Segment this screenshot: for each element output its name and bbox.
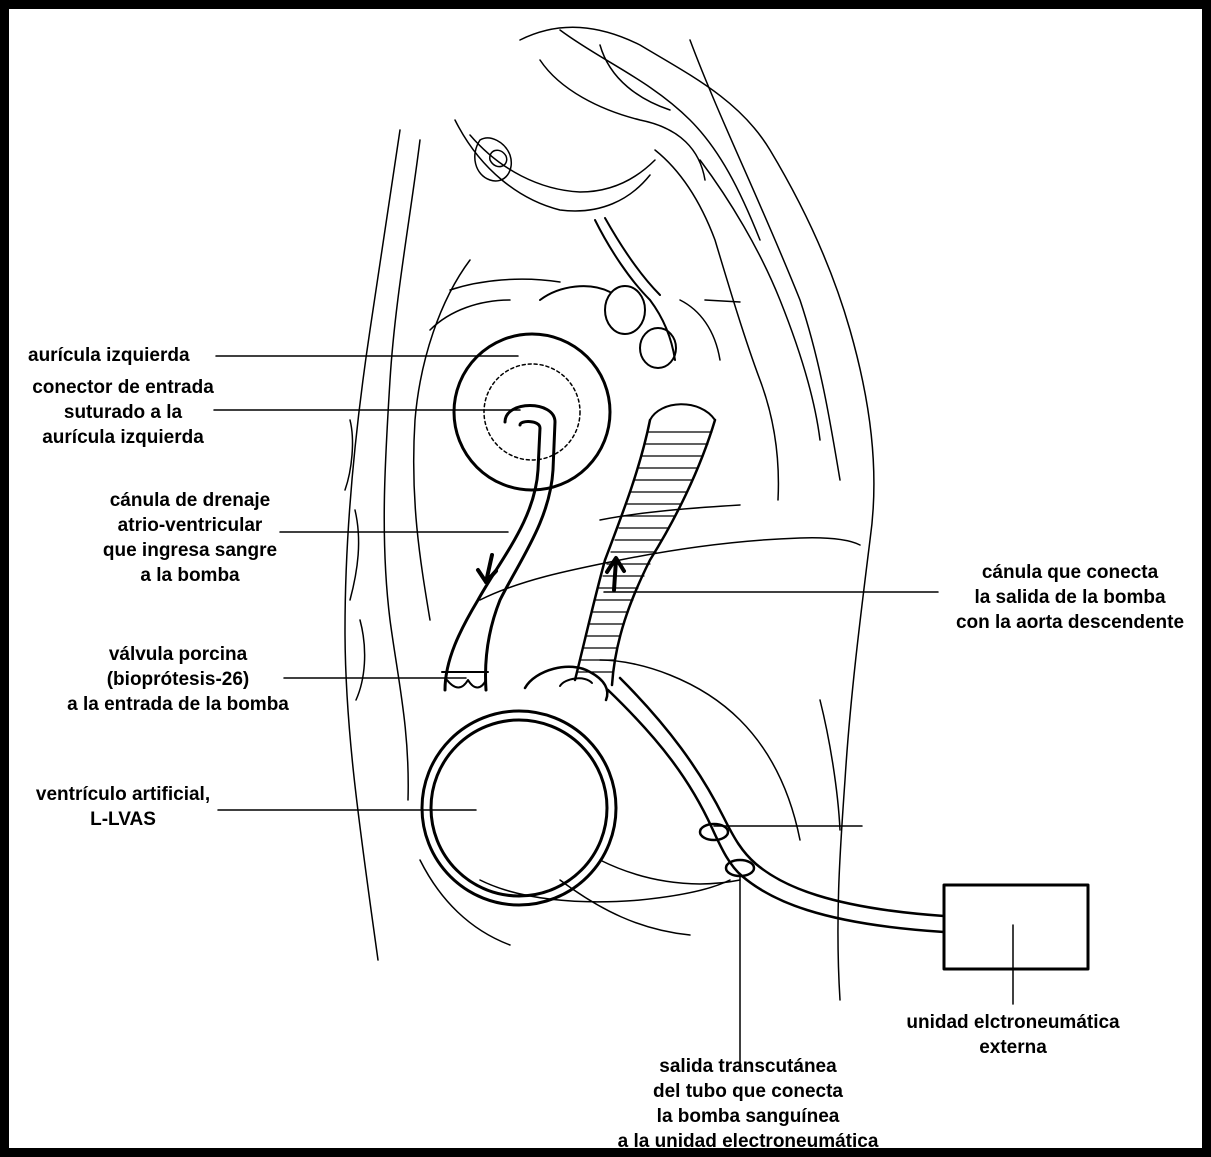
left-atrium — [454, 334, 610, 490]
leader-lines — [214, 356, 1013, 1068]
inflow-arrow-icon — [478, 555, 496, 582]
external-unit-box — [944, 885, 1088, 969]
label-conector-entrada: conector de entrada suturado a la aurícu… — [20, 375, 226, 450]
label-auricula-izquierda: aurícula izquierda — [28, 343, 190, 368]
outflow-cannula — [575, 404, 715, 685]
label-valvula-porcina: válvula porcina (bioprótesis-26) a la en… — [50, 642, 306, 717]
drive-line — [608, 678, 944, 932]
label-canula-drenaje: cánula de drenaje atrio-ventricular que … — [90, 488, 290, 588]
label-ventriculo-artificial: ventrículo artificial, L-LVAS — [28, 782, 218, 832]
porcine-valve — [442, 672, 488, 688]
label-canula-aorta: cánula que conecta la salida de la bomba… — [938, 560, 1202, 635]
great-vessels — [540, 218, 676, 368]
body-outline — [345, 27, 874, 1000]
artificial-ventricle-pump — [422, 667, 616, 905]
label-salida-transcutanea: salida transcutánea del tubo que conecta… — [598, 1054, 898, 1154]
outflow-cannula-rings — [578, 432, 712, 672]
label-unidad-externa: unidad elctroneumática externa — [888, 1010, 1138, 1060]
